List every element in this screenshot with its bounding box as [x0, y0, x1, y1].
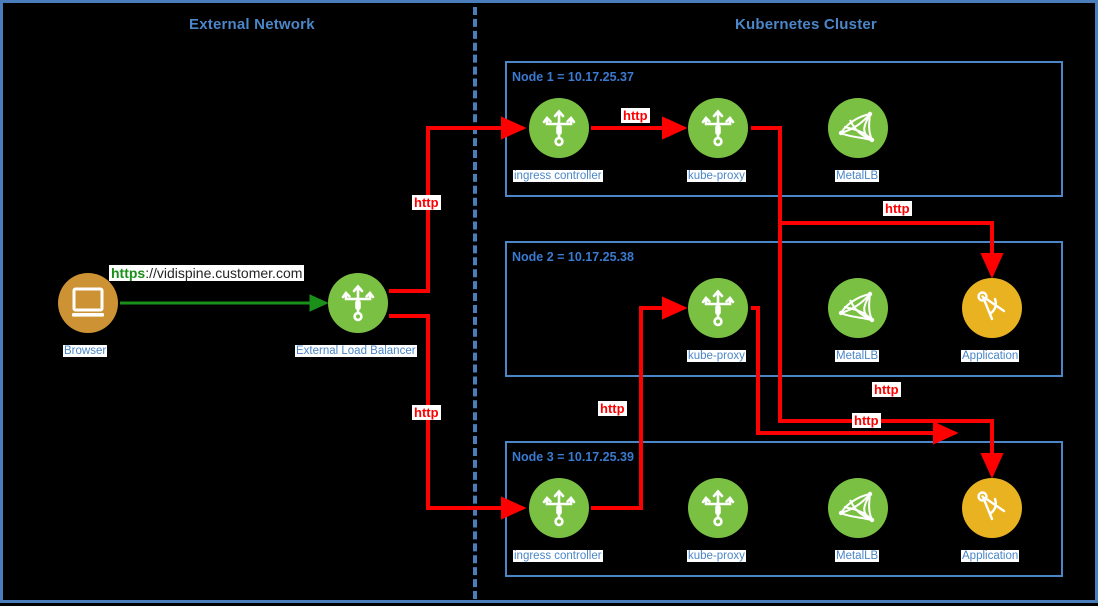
node1-ingress-controller[interactable] — [529, 98, 589, 158]
external-load-balancer-node[interactable] — [328, 273, 388, 333]
compass-icon — [977, 291, 1006, 321]
load-balancer-icon — [542, 109, 576, 147]
url-host: ://vidispine.customer.com — [145, 265, 303, 281]
mesh-icon — [838, 291, 875, 323]
node-box-2 — [505, 241, 1063, 377]
node2-application[interactable] — [962, 278, 1022, 338]
caption-node3-application: Application — [961, 550, 1020, 562]
http-label-trunk-to-node3-app: http — [872, 382, 901, 397]
url-scheme: https — [111, 265, 146, 281]
node1-kube-proxy[interactable] — [688, 98, 748, 158]
caption-node3-metallb: MetalLB — [835, 550, 880, 562]
http-label-node1-to-node2-app: http — [883, 201, 912, 216]
browser-node[interactable] — [58, 273, 118, 333]
caption-node3-ingress-controller: ingress controller — [513, 550, 603, 562]
caption-node3-kube-proxy: kube-proxy — [687, 550, 746, 562]
caption-node1-ingress-controller: ingress controller — [513, 170, 603, 182]
https-url-label: https://vidispine.customer.com — [109, 265, 305, 281]
mesh-icon — [838, 111, 875, 143]
http-label-node2-kubeproxy-to-node3-app: http — [852, 413, 881, 428]
http-label-ingress-to-kubeproxy: http — [621, 108, 650, 123]
http-label-lb-to-node1: http — [412, 195, 441, 210]
node-label-1: Node 1 = 10.17.25.37 — [512, 70, 634, 84]
node1-metallb[interactable] — [828, 98, 888, 158]
node3-application[interactable] — [962, 478, 1022, 538]
http-label-node3-ingress-to-node2: http — [598, 401, 627, 416]
node2-metallb[interactable] — [828, 278, 888, 338]
load-balancer-icon — [701, 289, 735, 327]
caption-node2-metallb: MetalLB — [835, 350, 880, 362]
node3-metallb[interactable] — [828, 478, 888, 538]
monitor-icon — [72, 287, 104, 317]
node3-kube-proxy[interactable] — [688, 478, 748, 538]
load-balancer-icon — [701, 489, 735, 527]
caption-external-load-balancer: External Load Balancer — [295, 345, 417, 357]
zone-title-external-network: External Network — [189, 16, 315, 33]
load-balancer-icon — [341, 284, 375, 322]
caption-node2-application: Application — [961, 350, 1020, 362]
load-balancer-icon — [542, 489, 576, 527]
caption-node2-kube-proxy: kube-proxy — [687, 350, 746, 362]
node-label-3: Node 3 = 10.17.25.39 — [512, 450, 634, 464]
node3-ingress-controller[interactable] — [529, 478, 589, 538]
caption-node1-metallb: MetalLB — [835, 170, 880, 182]
load-balancer-icon — [701, 109, 735, 147]
caption-browser: Browser — [63, 345, 108, 357]
node-label-2: Node 2 = 10.17.25.38 — [512, 250, 634, 264]
http-label-lb-to-node3: http — [412, 405, 441, 420]
mesh-icon — [838, 491, 875, 523]
compass-icon — [977, 491, 1006, 521]
zone-title-kubernetes-cluster: Kubernetes Cluster — [735, 16, 877, 33]
zone-divider — [473, 7, 477, 599]
node2-kube-proxy[interactable] — [688, 278, 748, 338]
caption-node1-kube-proxy: kube-proxy — [687, 170, 746, 182]
